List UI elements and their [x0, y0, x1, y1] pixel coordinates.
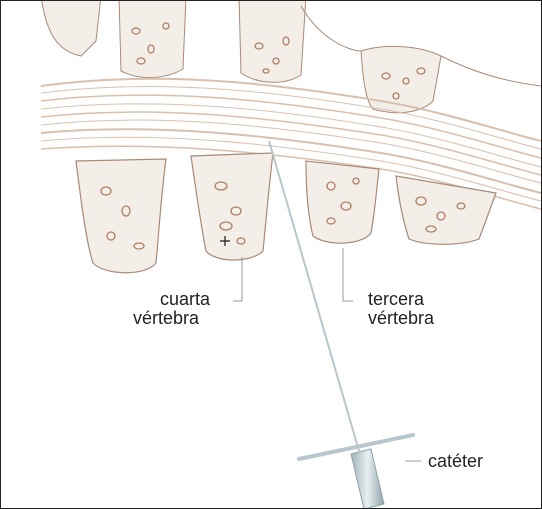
vertebra-3 — [306, 161, 379, 243]
leader-fourth — [233, 257, 242, 301]
label-fourth-line2: vértebra — [133, 308, 199, 328]
leader-third — [343, 248, 353, 301]
vertebra-5 — [76, 159, 166, 273]
label-third-line1: tercera — [368, 289, 424, 309]
label-third-line2: vértebra — [368, 308, 434, 328]
upper-process-1 — [41, 1, 101, 56]
label-fourth-line1: cuarta — [150, 289, 210, 309]
vertebra-4 — [191, 153, 273, 260]
needle-hub — [351, 449, 384, 508]
leader-lines — [233, 248, 421, 461]
upper-process-2 — [119, 1, 186, 78]
upper-process-3 — [239, 1, 306, 82]
lower-vertebrae — [76, 153, 496, 273]
upper-process-4 — [361, 46, 441, 112]
vertebra-2 — [396, 176, 496, 244]
label-catheter: catéter — [428, 451, 483, 471]
